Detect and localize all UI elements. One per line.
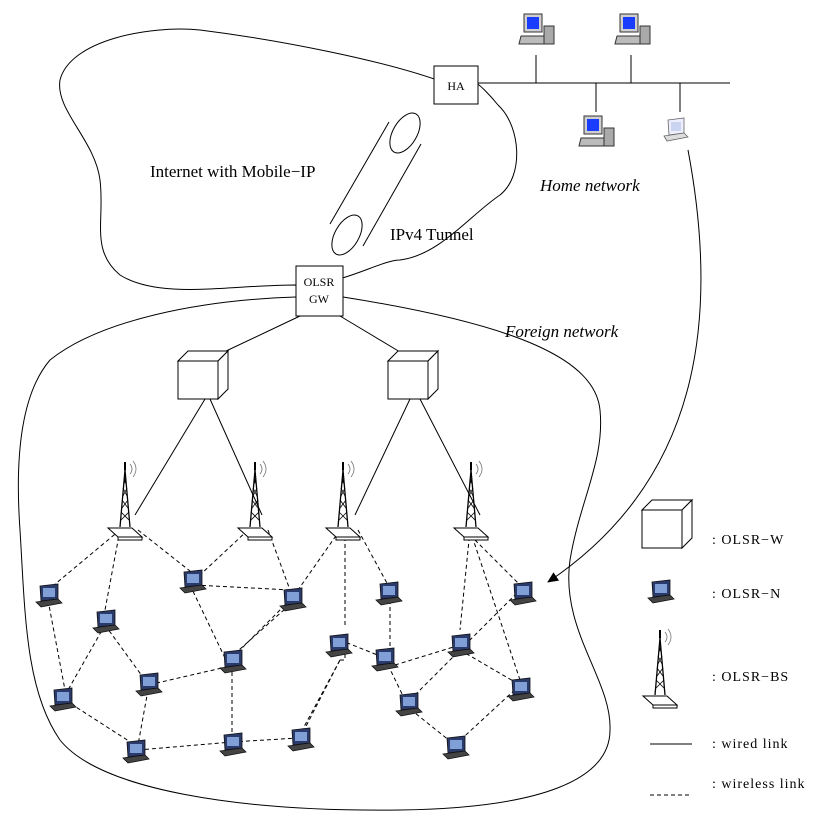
olsr-n-laptop-icon (447, 633, 475, 658)
legend-olsr-w-icon (641, 499, 693, 549)
olsr-bs-tower-icon (453, 460, 489, 541)
wireless-links (47, 529, 521, 751)
olsr-n-laptop-icon (49, 687, 77, 712)
legend-olsr-bs-label: : OLSR−BS (712, 670, 789, 685)
desktop-icon (614, 13, 651, 45)
olsr-n-laptop-icon (395, 692, 423, 717)
mobile-laptop-home-icon (663, 117, 689, 142)
olsr-n-laptop-icon (219, 649, 247, 674)
ha-box (433, 65, 479, 105)
foreign-network-label: Foreign network (504, 322, 619, 341)
gw-label-line2: GW (309, 292, 330, 306)
ipv4-tunnel-icon (329, 112, 422, 256)
olsr-w-router-icon (177, 350, 229, 400)
olsr-n-laptop-icon (442, 735, 470, 760)
home-network-label: Home network (539, 176, 640, 195)
olsr-gw-box (295, 265, 344, 317)
foreign-network-cloud (17, 296, 611, 811)
olsr-n-laptop-icon (325, 633, 353, 658)
roaming-arrow (547, 149, 702, 583)
olsr-n-laptop-icon (507, 677, 535, 702)
olsr-w-router-icon (387, 350, 439, 400)
desktop-icon (578, 115, 615, 147)
legend-wireless-label: : wireless link (712, 777, 806, 792)
olsr-n-laptop-icon (279, 587, 307, 612)
legend-olsr-w-label: : OLSR−W (712, 533, 784, 548)
olsr-n-laptop-icon (371, 647, 399, 672)
olsr-n-laptop-icon (375, 581, 403, 606)
olsr-bs-tower-icon (107, 460, 143, 541)
olsr-n-laptop-icon (92, 609, 120, 634)
legend-olsr-bs-icon (642, 628, 678, 709)
olsr-n-laptop-icon (179, 569, 207, 594)
olsr-n-laptop-icon (122, 739, 150, 764)
olsr-n-laptop-icon (509, 581, 537, 606)
legend-wired-label: : wired link (712, 737, 789, 752)
ha-label: HA (447, 79, 465, 93)
legend-olsr-n-icon (647, 579, 675, 604)
olsr-n-laptop-icon (35, 583, 63, 608)
olsr-n-laptop-icon (135, 672, 163, 697)
desktop-icon (518, 13, 555, 45)
legend-olsr-n-label: : OLSR−N (712, 587, 781, 602)
tunnel-label: IPv4 Tunnel (390, 225, 474, 244)
internet-label: Internet with Mobile−IP (150, 162, 315, 181)
olsr-n-laptop-icon (219, 732, 247, 757)
olsr-bs-tower-icon (325, 460, 361, 541)
internet-cloud (59, 28, 518, 290)
gw-label-line1: OLSR (304, 275, 335, 289)
legend: : OLSR−W : OLSR−N : OLSR−BS : wired link… (641, 499, 806, 796)
olsr-n-laptop-icon (287, 727, 315, 752)
